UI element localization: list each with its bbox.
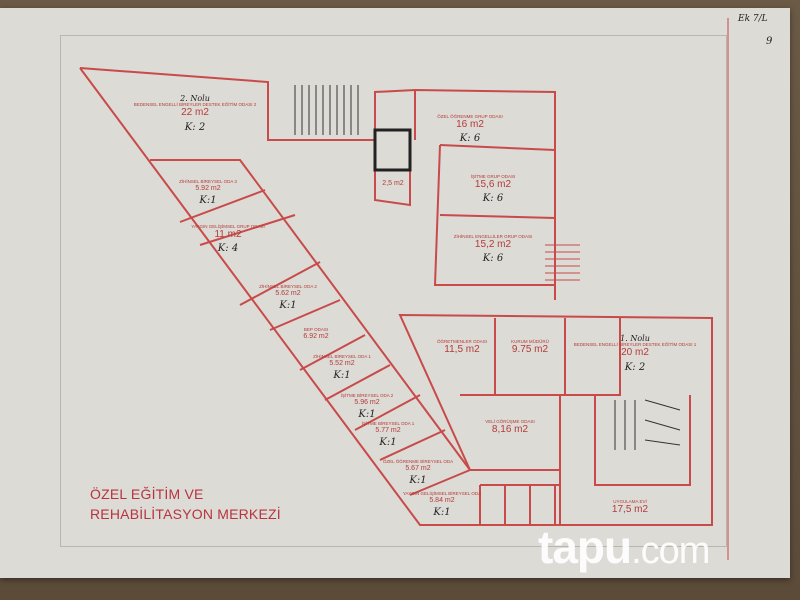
watermark-logo: tapu.com [538,521,710,573]
room-name: BEDENSEL ENGELLİ BİREYLER DESTEK EĞİTİM … [573,342,697,348]
room-capacity: K:1 [279,300,297,312]
room-name: YAYGIN GELİŞİMSEL BİREYSEL ODA [402,491,482,496]
room-name: VELİ GÖRÜŞME ODASI [485,419,535,424]
room-area: 20 m2 [621,347,649,359]
lower-wing-walls [460,318,691,525]
room-name: ZİHİNSEL ENGELLİLER GRUP ODASI [453,234,533,239]
group-room-walls [433,144,556,286]
outer-wall-top [79,67,556,300]
outer-wall-diagonal [79,67,713,526]
room-area: 2,5 m2 [382,180,404,187]
room-name: ÖZEL ÖĞRENME BİREYSEL ODA [382,459,454,464]
plan-title: ÖZEL EĞİTİM VE REHABİLİTASYON MERKEZİ [90,484,281,524]
room-area: 11 m2 [214,228,242,240]
room-capacity: K:1 [433,507,451,519]
room-area: 5.67 m2 [405,464,431,472]
room-capacity: K:1 [199,195,217,207]
room-name: İŞİTME BİREYSEL ODA 1 [361,421,415,426]
room-area: 22 m2 [181,107,209,119]
room-number-note: 1. Nolu [620,334,650,343]
room-number-note: 2. Nolu [180,94,210,103]
room-name: ÖZEL ÖĞRENME GRUP ODASI [437,114,503,119]
room-name: ZİHİNSEL BİREYSEL ODA 1 [313,354,371,359]
room-area: 16 m2 [456,118,484,130]
room-capacity: K: 4 [217,243,239,255]
room-name: ZİHİNSEL BİREYSEL ODA 2 [259,284,317,289]
room-capacity: K: 6 [459,133,481,145]
room-name: BEP ODASI [303,327,329,332]
room-capacity: K:1 [379,437,397,449]
room-name: BEDENSEL ENGELLİ BİREYLER DESTEK EĞİTİM … [133,102,257,108]
room-area: 5.52 m2 [329,359,355,367]
room-capacity: K:1 [333,370,351,382]
room-name: İŞİTME GRUP ODASI [470,174,516,179]
small-room-walls [150,159,471,496]
room-name: KURUM MÜDÜRÜ [511,339,549,344]
room-capacity: K: 6 [482,253,504,265]
room-name: ZİHİNSEL BİREYSEL ODA 3 [179,179,237,184]
corner-note: Ek 7/L [738,14,768,24]
room-capacity: K: 2 [184,121,206,133]
room-name: UYGULAMA EVİ [613,499,647,504]
room-area: 17,5 m2 [611,503,649,515]
room-name: ÖĞRETMENLER ODASI [436,339,488,344]
room-area: 5.77 m2 [375,426,401,434]
room-area: 9.75 m2 [511,343,549,355]
room-area: 11,5 m2 [444,343,480,355]
room-capacity: K:1 [358,409,376,421]
room-area: 6.92 m2 [303,332,329,340]
room-area: 15,6 m2 [474,178,512,190]
room-area: 5.92 m2 [195,184,221,192]
stairs [294,85,681,450]
elevator-shaft [373,128,412,172]
room-capacity: K:1 [409,475,427,487]
room-area: 5.62 m2 [275,289,301,297]
room-area: 15,2 m2 [474,238,512,250]
floor-plan-sheet [0,8,790,578]
room-label: 2,5 m2 [382,180,403,187]
toilet-walls [479,484,560,525]
page-mark: 9 [766,36,773,47]
room-name: YAYGIN GELİŞİMSEL GRUP ODASI [191,224,265,229]
title-line-2: REHABİLİTASYON MERKEZİ [90,506,281,522]
room-area: 8,16 m2 [491,423,529,435]
room-name: İŞİTME BİREYSEL ODA 2 [340,393,394,398]
sheet-frame [60,35,727,547]
title-line-1: ÖZEL EĞİTİM VE [90,486,204,502]
room-capacity: K: 2 [624,361,646,373]
room-capacity: K: 6 [482,193,504,205]
room-area: 5.84 m2 [429,496,455,504]
room-area: 5.96 m2 [354,398,380,406]
